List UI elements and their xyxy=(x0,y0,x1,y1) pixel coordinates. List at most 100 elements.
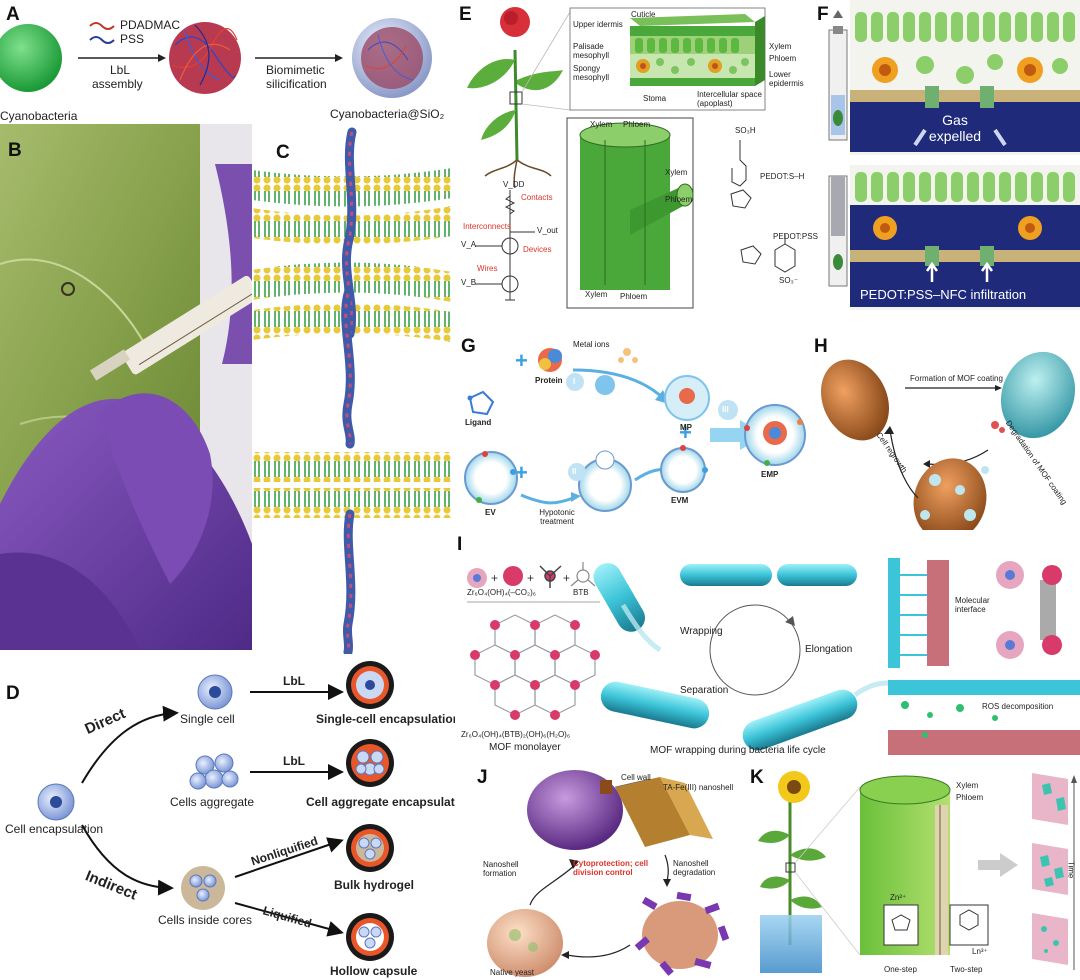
phloem-label-k: Phloem xyxy=(956,793,984,802)
svg-text:+: + xyxy=(563,571,570,585)
outcome-single-cell: Single-cell encapsulation xyxy=(316,712,455,726)
cells-cores-label: Cells inside cores xyxy=(158,913,253,927)
outcome-aggregate: Cell aggregate encapsulation xyxy=(306,795,455,809)
panel-j: J Cell wall TA-Fe(III) nanoshell Nanoshe… xyxy=(455,765,750,980)
crystal-panels xyxy=(1032,773,1077,970)
protein-chains xyxy=(341,127,357,654)
svg-text:+: + xyxy=(679,420,692,445)
hollow-capsule-icon xyxy=(346,913,394,961)
stem-label-xylem-bottom: Xylem xyxy=(585,290,608,299)
panel-label-h: H xyxy=(814,336,828,357)
ligand-icon xyxy=(467,390,495,416)
cell-wall-label: Cell wall xyxy=(621,773,651,782)
metal-ions-label: Metal ions xyxy=(573,340,610,349)
outcome-hollow-capsule: Hollow capsule xyxy=(330,964,418,978)
circuit-contacts: Contacts xyxy=(521,193,553,202)
step-ii: II xyxy=(572,467,577,476)
navy-infiltration-layer xyxy=(850,262,1080,307)
bulk-hydrogel-icon xyxy=(346,824,394,872)
svg-text:+: + xyxy=(491,571,498,585)
time-label: Time xyxy=(1066,860,1076,879)
protein-label: Protein xyxy=(535,376,563,385)
panel-a: A PDADMAC PSS LbL assembly Biomime xyxy=(0,0,450,112)
regrown-cell xyxy=(913,458,987,530)
water-beaker xyxy=(760,915,822,973)
nanoshell-slab xyxy=(615,777,690,847)
circuit-wires: Wires xyxy=(477,264,498,273)
panel-h-drawing xyxy=(820,351,1076,530)
svg-text:+: + xyxy=(527,571,534,585)
mp-label: MP xyxy=(680,423,692,432)
leaf-cross-section xyxy=(569,7,766,111)
pss-icon xyxy=(89,36,115,44)
chem-pedot-sh: PEDOT:S–H xyxy=(760,172,805,181)
btb-label: BTB xyxy=(573,588,589,597)
sunflower-plant xyxy=(758,771,826,973)
panel-label-k: K xyxy=(750,767,764,788)
native-yeast-label: Native yeast xyxy=(490,968,535,977)
panel-e-drawing xyxy=(467,7,796,309)
core-bead xyxy=(181,866,225,910)
circuit-va: V_A xyxy=(461,240,477,249)
formation-label-j: Nanoshell formation xyxy=(483,860,519,879)
lbl-label-1: LbL xyxy=(283,674,305,688)
panel-label-i: I xyxy=(457,534,463,555)
stem-label-xylem-branch: Xylem xyxy=(665,168,688,177)
circuit-devices: Devices xyxy=(523,245,552,254)
leaf-label-lower-epidermis: Lower epidermis xyxy=(769,70,804,89)
evm-vesicle xyxy=(660,447,706,493)
outcome-bulk-hydrogel: Bulk hydrogel xyxy=(334,878,415,892)
caption-cyanobacteria-sio2: Cyanobacteria@SiO₂ xyxy=(330,107,445,121)
stem-label-xylem-top: Xylem xyxy=(590,120,613,129)
arrow1-line2: assembly xyxy=(92,77,143,91)
panel-c-drawing xyxy=(252,127,452,654)
svg-text:+: + xyxy=(515,460,528,485)
degradation-label-j: Nanoshell degradation xyxy=(673,859,716,878)
aggregate-encapsulation-icon xyxy=(346,739,394,787)
background-glove xyxy=(215,164,252,364)
step-iii: III xyxy=(722,405,729,414)
single-cell-encapsulation-icon xyxy=(346,661,394,709)
leaf-label-intercellular: Intercellular space (apoplast) xyxy=(697,90,762,109)
panel-a-drawing xyxy=(0,18,432,98)
panel-label-d: D xyxy=(6,683,20,704)
monolayer-label: MOF monolayer xyxy=(489,742,561,753)
stem-label-phloem-top: Phloem xyxy=(623,120,651,129)
formation-label: Formation of MOF coating xyxy=(910,374,1003,383)
panel-b: B xyxy=(0,124,252,650)
evm-label: EVM xyxy=(671,496,689,505)
cell-aggregate xyxy=(189,753,239,790)
panel-c: C xyxy=(252,124,452,654)
panel-g: G + + + xyxy=(455,330,810,530)
formula-label: Zr₆O₄(OH)₄(BTB)₂(OH)₆(H₂O)₆ xyxy=(461,730,571,739)
leaf-label-cuticle: Cuticle xyxy=(631,10,656,19)
bacteria-rods xyxy=(593,563,912,751)
leaf-label-palisade: Palisade mesophyll xyxy=(573,42,610,61)
ln-label: Ln³⁺ xyxy=(972,947,988,956)
root-label: Cell encapsulation xyxy=(5,822,104,836)
ev-label: EV xyxy=(485,508,496,517)
panel-i-drawing: + + + xyxy=(467,558,1080,755)
syringe-top xyxy=(828,10,848,141)
one-step-label: One-step xyxy=(884,965,917,974)
legend-pdadmac: PDADMAC xyxy=(120,18,181,32)
membrane-group-3 xyxy=(252,452,452,518)
chem-so3-minus: SO₃⁻ xyxy=(779,276,799,285)
separation-label: Separation xyxy=(680,685,729,696)
degrading-yeast xyxy=(642,901,718,969)
chem-so3h: SO₃H xyxy=(735,126,756,135)
green-core-sphere xyxy=(0,24,62,92)
stem-label-phloem-bottom: Phloem xyxy=(620,292,648,301)
circuit-vout: V_out xyxy=(537,226,558,235)
yeast-cell xyxy=(820,359,890,441)
arrow2-line2: silicification xyxy=(266,77,327,91)
panel-b-photo xyxy=(0,124,252,650)
ligand-label: Ligand xyxy=(465,418,492,427)
caption-cyanobacteria: Cyanobacteria xyxy=(0,109,78,123)
nanoshell-label: TA-Fe(III) nanoshell xyxy=(663,783,734,792)
panel-j-drawing xyxy=(487,770,730,977)
xylem-label-k: Xylem xyxy=(956,781,979,790)
cytoprotection-label: Cytoprotection; cell division control xyxy=(573,859,649,878)
panel-label-e: E xyxy=(459,4,472,25)
protein-icon xyxy=(538,348,562,372)
